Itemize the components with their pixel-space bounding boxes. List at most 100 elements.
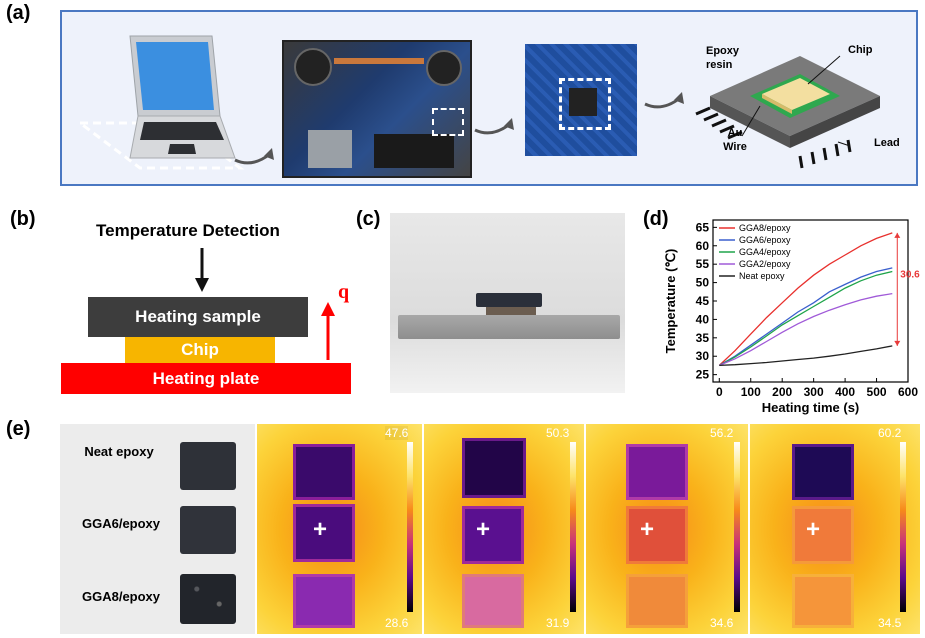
crosshair-icon: + — [806, 516, 821, 543]
x-tick-label: 600 — [898, 385, 918, 399]
label-lead: Lead — [874, 137, 900, 149]
row-label-gga8: GGA8/epoxy — [81, 589, 161, 604]
chip-on-board — [569, 88, 597, 116]
scale-min-4: 34.5 — [878, 616, 902, 630]
sample-gga6-epoxy — [180, 506, 236, 554]
thermal-image-1: + 47.6 28.6 — [257, 424, 422, 634]
y-tick-label: 45 — [696, 294, 710, 308]
thermal-2-gga6 — [462, 506, 524, 564]
heat-flux-arrow-icon — [321, 302, 335, 360]
y-axis-label: Temperature (℃) — [663, 249, 678, 354]
panel-label-b: (b) — [10, 208, 36, 230]
panel-label-c: (c) — [356, 208, 381, 230]
thermal-3-gga6 — [626, 506, 688, 564]
crosshair-icon: + — [476, 516, 491, 543]
y-tick-label: 40 — [696, 312, 710, 326]
thermal-2-gga8 — [462, 574, 524, 628]
chart-series-lines — [718, 232, 893, 367]
x-tick-label: 0 — [716, 385, 723, 399]
series-line-gga8-epoxy — [718, 232, 893, 366]
scale-min-3: 34.6 — [710, 616, 734, 630]
y-tick-label: 35 — [696, 331, 710, 345]
thermal-4-gga8 — [792, 574, 854, 628]
heating-plate-piece — [398, 315, 620, 339]
thermal-4-neat — [792, 444, 854, 500]
sample-piece — [476, 293, 542, 307]
panel-label-a: (a) — [6, 2, 31, 24]
color-scale-bar — [734, 442, 740, 612]
crosshair-icon: + — [640, 516, 655, 543]
thermal-image-2: + 50.3 31.9 — [424, 424, 584, 634]
y-tick-label: 60 — [696, 239, 710, 253]
annotation-arrow-head-top — [894, 232, 901, 238]
fan-right — [426, 50, 462, 86]
ssd — [308, 130, 352, 168]
x-axis-label: Heating time (s) — [762, 400, 860, 415]
thermal-2-neat — [462, 438, 526, 498]
x-tick-label: 500 — [867, 385, 887, 399]
heat-flux-label: q — [338, 281, 350, 303]
row-label-gga6: GGA6/epoxy — [81, 516, 161, 531]
thermal-1-neat — [293, 444, 355, 500]
thermal-4-gga6 — [792, 506, 854, 564]
series-line-gga6-epoxy — [718, 267, 893, 366]
chip-dashed-box — [559, 78, 611, 130]
legend-label: GGA4/epoxy — [739, 247, 791, 257]
scale-max-3: 56.2 — [710, 426, 734, 440]
color-scale-bar — [407, 442, 413, 612]
row-label-neat: Neat epoxy — [84, 444, 154, 459]
chart-annotation: 30.6 ℃ — [894, 232, 920, 346]
series-line-neat-epoxy — [719, 345, 893, 367]
x-tick-label: 200 — [772, 385, 792, 399]
x-tick-label: 300 — [804, 385, 824, 399]
panel-label-d: (d) — [643, 208, 669, 230]
color-scale-bar — [900, 442, 906, 612]
motherboard-photo — [282, 40, 472, 178]
chip-package-diagram — [695, 55, 880, 169]
scale-max-2: 50.3 — [546, 426, 570, 440]
heating-plate-block: Heating plate — [61, 363, 351, 394]
sample-on-plate-photo — [390, 213, 625, 393]
down-arrow-icon — [195, 248, 209, 292]
series-line-gga4-epoxy — [718, 270, 893, 366]
legend-label: Neat epoxy — [739, 271, 785, 281]
thermal-1-gga8 — [293, 574, 355, 628]
scale-min-1: 28.6 — [385, 616, 409, 630]
legend-label: GGA2/epoxy — [739, 259, 791, 269]
thermal-1-gga6 — [293, 504, 355, 562]
sample-gga8-epoxy — [180, 574, 236, 624]
laptop-illustration — [75, 35, 245, 170]
thermal-image-4: + 60.2 34.5 — [750, 424, 920, 634]
x-tick-label: 100 — [741, 385, 761, 399]
legend-label: GGA6/epoxy — [739, 235, 791, 245]
thermal-3-gga8 — [626, 574, 688, 628]
y-tick-label: 25 — [696, 368, 710, 382]
scale-max-1: 47.6 — [385, 426, 409, 440]
flow-arrow-1 — [234, 148, 274, 165]
heating-sample-block: Heating sample — [88, 297, 308, 337]
chip-piece — [486, 307, 536, 315]
circuit-board-photo — [525, 44, 637, 156]
y-tick-label: 65 — [696, 220, 710, 234]
label-chip: Chip — [848, 44, 873, 56]
annotation-arrow-head-bottom — [894, 340, 901, 346]
temperature-detection-title: Temperature Detection — [96, 221, 280, 240]
scale-max-4: 60.2 — [878, 426, 902, 440]
x-tick-label: 400 — [835, 385, 855, 399]
legend-label: GGA8/epoxy — [739, 223, 791, 233]
scale-min-2: 31.9 — [546, 616, 570, 630]
label-au-wire: Au Wire — [723, 127, 747, 153]
sample-photo: Neat epoxy GGA6/epoxy GGA8/epoxy — [60, 424, 255, 634]
flow-arrow-3 — [644, 92, 684, 109]
heat-pipe — [334, 58, 424, 64]
fan-left — [294, 48, 332, 86]
thermal-image-3: + 56.2 34.6 — [586, 424, 748, 634]
thermal-3-neat — [626, 444, 688, 500]
chip-highlight-box — [432, 108, 464, 136]
color-scale-bar — [570, 442, 576, 612]
series-line-gga2-epoxy — [719, 292, 893, 366]
flow-arrow-2 — [474, 118, 514, 135]
annotation-label: 30.6 ℃ — [900, 269, 920, 280]
